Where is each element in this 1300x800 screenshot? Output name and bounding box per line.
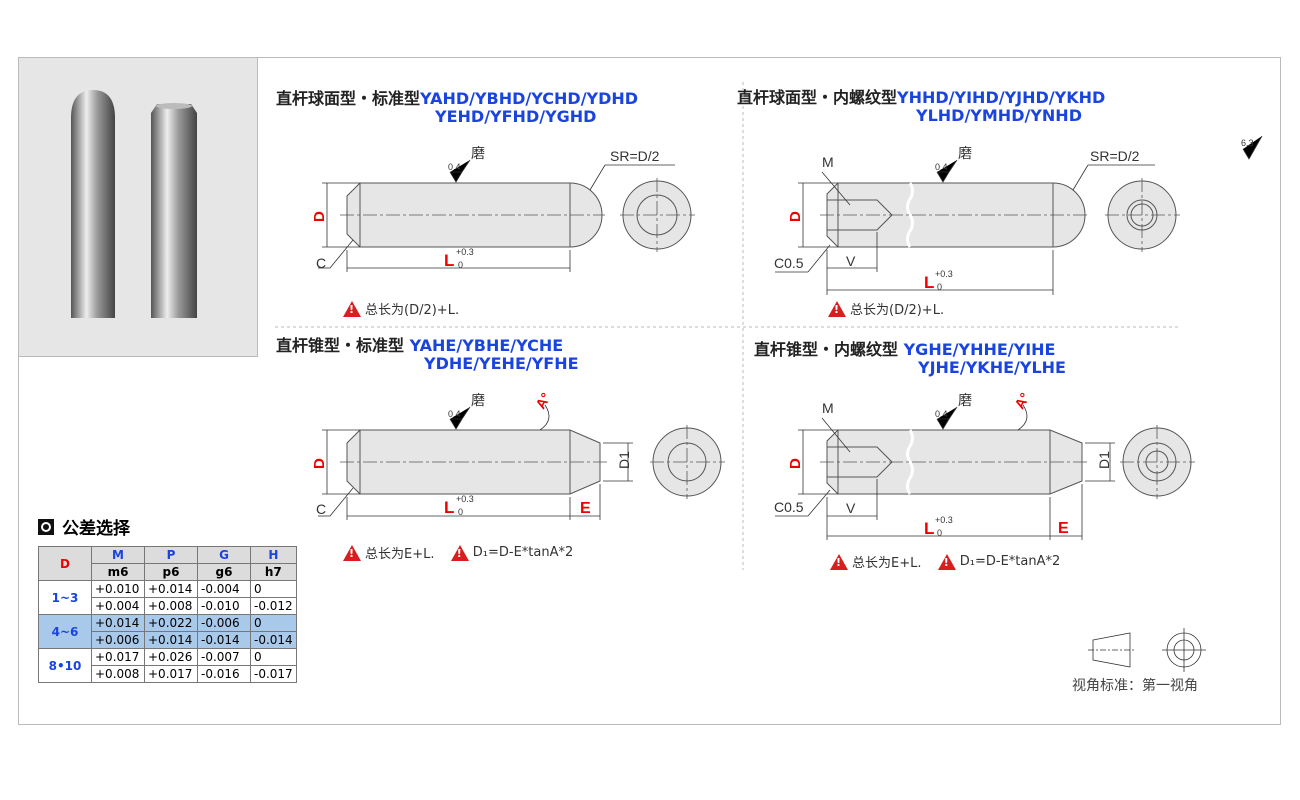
label: H	[250, 546, 297, 564]
label: -0.014	[250, 631, 297, 649]
label: +0.014	[91, 614, 145, 632]
label: 0	[250, 614, 297, 632]
label: m6	[91, 563, 145, 581]
label: -0.016	[197, 665, 251, 683]
label: h7	[250, 563, 297, 581]
label: D	[38, 546, 92, 581]
q1-codes: YEHD/YFHD/YGHD	[435, 107, 597, 126]
q2-codes: YLHD/YMHD/YNHD	[916, 106, 1082, 125]
label: 公差选择	[62, 519, 130, 539]
label: 直杆球面型・标准型	[276, 89, 421, 108]
projection-label: 视角标准：第一视角	[1072, 678, 1198, 694]
label: -0.004	[197, 580, 251, 598]
label: 总长为(D/2)+L.	[850, 303, 945, 318]
tolerance-title: 公差选择	[38, 514, 130, 539]
label: +0.004	[91, 597, 145, 615]
label: P	[144, 546, 198, 564]
label: +0.017	[91, 648, 145, 666]
label: 总长为E+L.	[365, 547, 435, 562]
label: 1~3	[38, 580, 92, 615]
q3-note: 总长为E+L. D₁=D-E*tanA*2	[343, 543, 573, 562]
label: YAHD/YBHD/YCHD/YDHD	[420, 89, 639, 108]
warning-icon	[450, 544, 469, 561]
label: -0.012	[250, 597, 297, 615]
warning-icon	[828, 300, 846, 317]
label: 直杆球面型・内螺纹型	[737, 88, 898, 107]
label: YAHE/YBHE/YCHE	[409, 336, 564, 355]
label: -0.017	[250, 665, 297, 683]
q2-title: 直杆球面型・内螺纹型YHHD/YIHD/YJHD/YKHD	[737, 90, 1105, 106]
q2-note: 总长为(D/2)+L.	[828, 299, 944, 318]
label: M	[91, 546, 145, 564]
label: 8•10	[38, 648, 92, 683]
label: +0.006	[91, 631, 145, 649]
label: 总长为(D/2)+L.	[365, 303, 460, 318]
warning-icon	[830, 553, 848, 570]
label: D₁=D-E*tanA*2	[959, 554, 1061, 569]
warning-icon	[343, 300, 361, 317]
q1-title: 直杆球面型・标准型YAHD/YBHD/YCHD/YDHD	[276, 91, 638, 107]
q3-title: 直杆锥型・标准型 YAHE/YBHE/YCHE	[276, 338, 563, 354]
label: +0.022	[144, 614, 198, 632]
label: D₁=D-E*tanA*2	[472, 545, 574, 560]
label: -0.006	[197, 614, 251, 632]
label: +0.026	[144, 648, 198, 666]
label: 4~6	[38, 614, 92, 649]
label: +0.008	[91, 665, 145, 683]
label: 总长为E+L.	[852, 556, 922, 571]
label: G	[197, 546, 251, 564]
label: 0	[250, 580, 297, 598]
q4-title: 直杆锥型・内螺纹型 YGHE/YHHE/YIHE	[754, 342, 1055, 358]
label: +0.008	[144, 597, 198, 615]
label: p6	[144, 563, 198, 581]
label: -0.007	[197, 648, 251, 666]
bullet-icon	[38, 518, 54, 535]
warning-icon	[343, 544, 361, 561]
label: YGHE/YHHE/YIHE	[903, 340, 1056, 359]
label: +0.014	[144, 580, 198, 598]
table-row: +0.004+0.008-0.010-0.012	[39, 597, 297, 615]
q1-note: 总长为(D/2)+L.	[343, 299, 459, 318]
label: g6	[197, 563, 251, 581]
label: +0.017	[144, 665, 198, 683]
label: +0.014	[144, 631, 198, 649]
label: 直杆锥型・标准型	[276, 336, 405, 355]
label: -0.010	[197, 597, 251, 615]
label: YHHD/YIHD/YJHD/YKHD	[897, 88, 1106, 107]
product-photo	[18, 57, 258, 357]
q4-note: 总长为E+L. D₁=D-E*tanA*2	[830, 552, 1060, 571]
q3-codes: YDHE/YEHE/YFHE	[424, 354, 579, 373]
pins-image	[71, 90, 197, 318]
label: -0.014	[197, 631, 251, 649]
label: +0.010	[91, 580, 145, 598]
table-row: +0.008+0.017-0.016-0.017	[39, 665, 297, 683]
q4-codes: YJHE/YKHE/YLHE	[918, 358, 1066, 377]
warning-icon	[937, 553, 956, 570]
content-frame	[18, 57, 1281, 725]
label: 0	[250, 648, 297, 666]
label: 直杆锥型・内螺纹型	[754, 340, 899, 359]
